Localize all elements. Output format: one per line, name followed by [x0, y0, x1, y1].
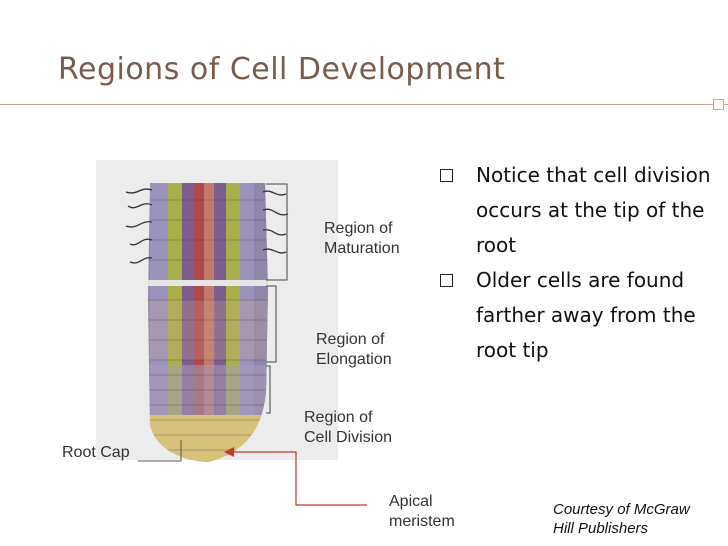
- divider-end-box: [713, 99, 724, 110]
- root-body: [148, 183, 268, 462]
- slide-title: Regions of Cell Development: [58, 52, 506, 87]
- region-brackets: [266, 183, 288, 414]
- bullet-box-icon: [440, 169, 453, 182]
- arrow-head-icon: [224, 447, 234, 457]
- bullet-list: Notice that cell division occurs at the …: [440, 158, 720, 368]
- label-region-elongation: Region of Elongation: [316, 331, 392, 368]
- image-credit: Courtesy of McGraw Hill Publishers: [553, 501, 690, 537]
- root-hairs: [125, 188, 289, 264]
- bullet-item: Notice that cell division occurs at the …: [440, 158, 720, 263]
- bullet-item: Older cells are found farther away from …: [440, 263, 720, 368]
- label-region-maturation: Region of Maturation: [324, 220, 400, 257]
- label-region-cell-division: Region of Cell Division: [304, 409, 393, 446]
- label-apical-meristem: Apical meristem: [389, 493, 455, 530]
- label-root-cap: Root Cap: [62, 444, 130, 461]
- bullet-box-icon: [440, 274, 453, 287]
- title-divider: [0, 104, 728, 105]
- apical-meristem-arrow: [232, 451, 367, 506]
